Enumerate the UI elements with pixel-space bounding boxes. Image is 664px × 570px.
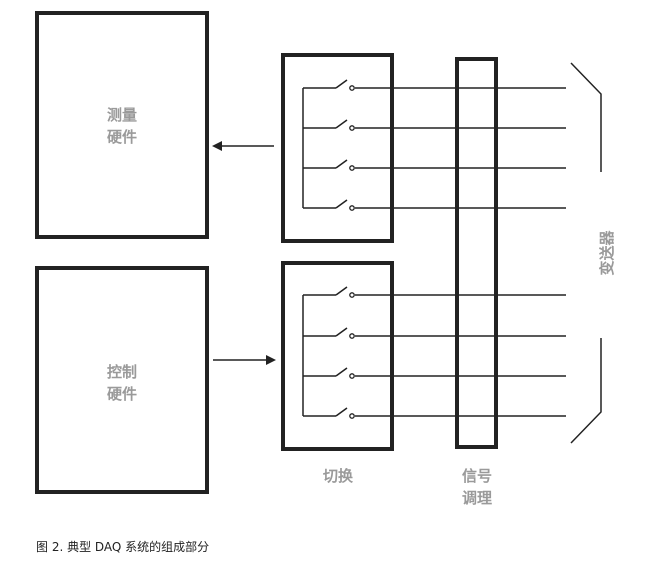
- arrow-to-switching: [213, 355, 276, 365]
- switching-label: 切换: [323, 467, 354, 485]
- control-hardware-block: 控制 硬件: [35, 266, 209, 494]
- sensors-label: 变送器: [598, 230, 616, 276]
- signal-conditioning-label-line1: 信号: [462, 467, 492, 485]
- control-hardware-label-line2: 硬件: [107, 385, 137, 403]
- control-hardware-label-line1: 控制: [107, 363, 137, 381]
- arrow-to-measurement: [212, 141, 274, 151]
- switch-blade: [335, 367, 348, 377]
- measurement-hardware-label-line1: 测量: [107, 106, 137, 124]
- switch-contact: [349, 413, 355, 419]
- switch-blade: [335, 286, 348, 296]
- signal-conditioning-label-line2: 调理: [462, 489, 492, 507]
- switch-blade: [335, 199, 348, 209]
- switch-contact: [349, 373, 355, 379]
- measurement-hardware-block: 测量 硬件: [35, 11, 209, 239]
- signal-conditioning-bar: [455, 57, 498, 449]
- sensor-bracket-upper: [570, 62, 602, 172]
- switch-blade: [335, 327, 348, 337]
- sensor-bracket-lower: [570, 338, 602, 444]
- switch-contact: [349, 125, 355, 131]
- figure-caption: 图 2. 典型 DAQ 系统的组成部分: [36, 540, 210, 554]
- switch-blade: [335, 119, 348, 129]
- switch-blade: [335, 159, 348, 169]
- switching-block-lower: [281, 261, 394, 451]
- switch-contact: [349, 205, 355, 211]
- switch-contact: [349, 333, 355, 339]
- switch-channels: [303, 79, 566, 419]
- switch-contact: [349, 85, 355, 91]
- measurement-hardware-label-line2: 硬件: [107, 128, 137, 146]
- switch-contact: [349, 292, 355, 298]
- switching-block-upper: [281, 53, 394, 243]
- switch-blade: [335, 79, 348, 89]
- switch-blade: [335, 407, 348, 417]
- switch-contact: [349, 165, 355, 171]
